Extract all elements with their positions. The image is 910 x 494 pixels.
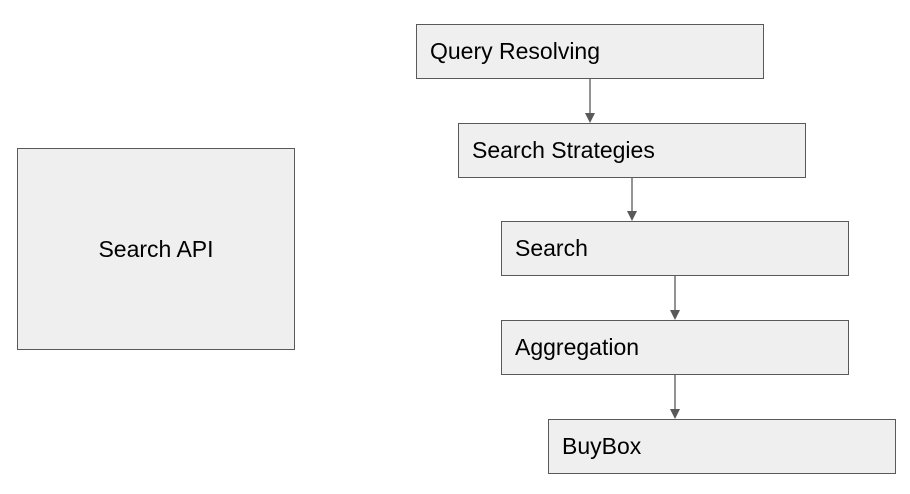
query-resolving-box: Query Resolving [416,24,764,79]
search-strategies-box: Search Strategies [458,123,806,178]
search-api-box: Search API [17,148,295,350]
search-label: Search [515,235,588,261]
buybox-box: BuyBox [548,419,896,474]
aggregation-box: Aggregation [501,320,849,375]
search-strategies-label: Search Strategies [472,137,655,163]
search-api-label: Search API [98,235,214,262]
search-box: Search [501,221,849,276]
aggregation-label: Aggregation [515,334,640,360]
query-resolving-label: Query Resolving [430,38,601,64]
buybox-label: BuyBox [562,433,642,459]
